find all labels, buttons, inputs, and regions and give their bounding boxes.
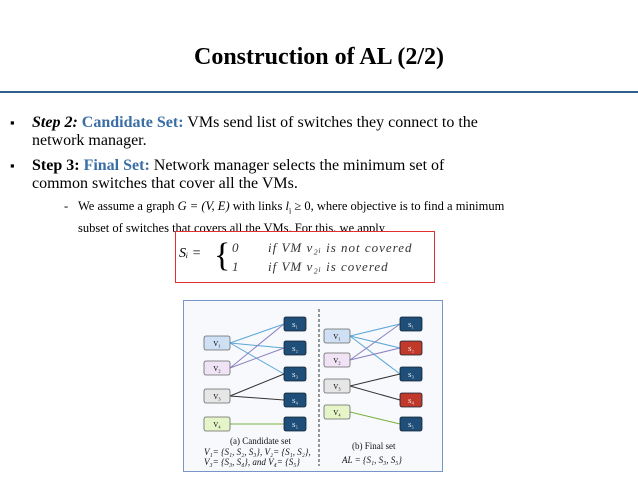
vm-switch-link <box>349 385 401 401</box>
switch-node-left-3 <box>283 366 307 382</box>
vm-node-right-4 <box>323 404 351 420</box>
switch-label: S₂ <box>292 346 298 353</box>
right-caption-title: (b) Final set <box>352 441 396 451</box>
sub-text-a: We assume a graph <box>78 199 178 213</box>
final-set-label: Final Set: <box>83 157 150 174</box>
switch-label: S₄ <box>292 398 299 405</box>
switch-node-left-1 <box>283 316 307 332</box>
graph-notation: G = (V, E) <box>177 199 230 213</box>
sub-bullet-marker: - <box>64 199 69 213</box>
link-subscript: i <box>289 206 292 216</box>
switch-node-right-4 <box>399 392 423 408</box>
vm-node-left-4 <box>203 416 231 432</box>
vm-label: V₁ <box>333 333 341 341</box>
candidate-set-label: Candidate Set: <box>81 114 184 131</box>
vm-label: V₄ <box>213 421 221 429</box>
bullet-marker: ▪ <box>10 158 15 173</box>
switch-label: S₅ <box>292 422 298 429</box>
step-2-text: VMs send list of switches they connect t… <box>187 114 478 131</box>
vm-node-left-3 <box>203 388 231 404</box>
network-diagram: V₁ V₂ V₃ V₄ S₁ S₂ S₃ S₄ S₅ V₁ V₂ V₃ V₄ S₁ S₂ S₃ S₄ S₅ <box>203 309 423 466</box>
title-divider <box>0 91 638 93</box>
vm-node-right-3 <box>323 378 351 394</box>
switch-label: S₃ <box>292 372 298 379</box>
vm-switch-link <box>349 335 401 375</box>
vm-node-left-2 <box>203 360 231 376</box>
vm-switch-link <box>229 395 285 401</box>
switch-node-right-5 <box>399 416 423 432</box>
step-3-text: Network manager selects the minimum set … <box>153 157 445 174</box>
formula-row1-value: 0 <box>232 240 239 255</box>
formula-brace: { <box>214 237 231 274</box>
vm-switch-link <box>349 323 401 337</box>
network-figure: V₁ V₂ V₃ V₄ S₁ S₂ S₃ S₄ S₅ V₁ V₂ V₃ V₄ S₁ S₂ S₃ S₄ S₅ (a)… <box>183 300 443 472</box>
bullet-marker: ▪ <box>10 115 15 130</box>
vm-label: V₂ <box>333 357 341 365</box>
formula-row2-value: 1 <box>232 259 239 274</box>
vm-switch-link <box>229 323 285 369</box>
sub-text-b: with links <box>229 199 286 213</box>
step-2-label: Step 2: <box>32 114 78 131</box>
switch-label: S₃ <box>408 372 414 379</box>
switch-node-right-3 <box>399 366 423 382</box>
vm-switch-link <box>229 373 285 397</box>
vm-switch-link <box>229 347 285 369</box>
vm-label: V₃ <box>213 393 221 401</box>
vm-label: V₄ <box>333 409 341 417</box>
switch-node-left-5 <box>283 416 307 432</box>
formula-row2-condition: if VM v₂ᵢ is covered <box>268 259 389 274</box>
switch-node-left-4 <box>283 392 307 408</box>
vm-label: V₂ <box>213 365 221 373</box>
step-2-text-cont: network manager. <box>32 132 147 149</box>
switch-label: S₁ <box>408 322 414 329</box>
switch-label: S₁ <box>292 322 298 329</box>
left-caption-line2: V₃= {S₃, S₄}, and V₄= {S₅} <box>204 457 300 467</box>
switch-label: S₂ <box>408 346 414 353</box>
vm-node-right-1 <box>323 328 351 344</box>
step-3-label: Step 3: <box>32 157 80 174</box>
formula-row1-condition: if VM v₂ᵢ is not covered <box>268 240 413 255</box>
slide-title: Construction of AL (2/2) <box>193 44 444 70</box>
vm-switch-link <box>349 323 401 361</box>
switch-node-left-2 <box>283 340 307 356</box>
vm-switch-link <box>349 411 401 425</box>
vm-switch-link <box>349 347 401 361</box>
vm-node-left-1 <box>203 335 231 351</box>
vm-label: V₃ <box>333 383 341 391</box>
formula-box: Sᵢ = { 0 if VM v₂ᵢ is not covered 1 if V… <box>175 231 435 283</box>
switch-node-right-2 <box>399 340 423 356</box>
sub-text-c: ≥ 0, where objective is to find a minimu… <box>291 199 505 213</box>
left-caption-line1: V₁= {S₁, S₂, S₃}, V₂= {S₁, S₂}, <box>204 447 311 457</box>
vm-node-right-2 <box>323 352 351 368</box>
step-3-text-cont: common switches that cover all the VMs. <box>32 175 298 192</box>
bullet-step-2: ▪ Step 2: Candidate Set: VMs send list o… <box>10 114 478 150</box>
vm-switch-link <box>349 373 401 387</box>
vm-switch-link <box>229 323 285 344</box>
left-caption-title: (a) Candidate set <box>230 436 291 446</box>
switch-label: S₅ <box>408 422 414 429</box>
bullet-step-3: ▪ Step 3: Final Set: Network manager sel… <box>10 157 445 193</box>
right-caption-line1: AL = {S₁, S₃, S₅} <box>342 455 402 465</box>
formula-lhs: Sᵢ = <box>179 246 202 261</box>
vm-label: V₁ <box>213 340 221 348</box>
switch-node-right-1 <box>399 316 423 332</box>
link-symbol: l <box>285 199 290 213</box>
switch-label: S₄ <box>408 398 415 405</box>
